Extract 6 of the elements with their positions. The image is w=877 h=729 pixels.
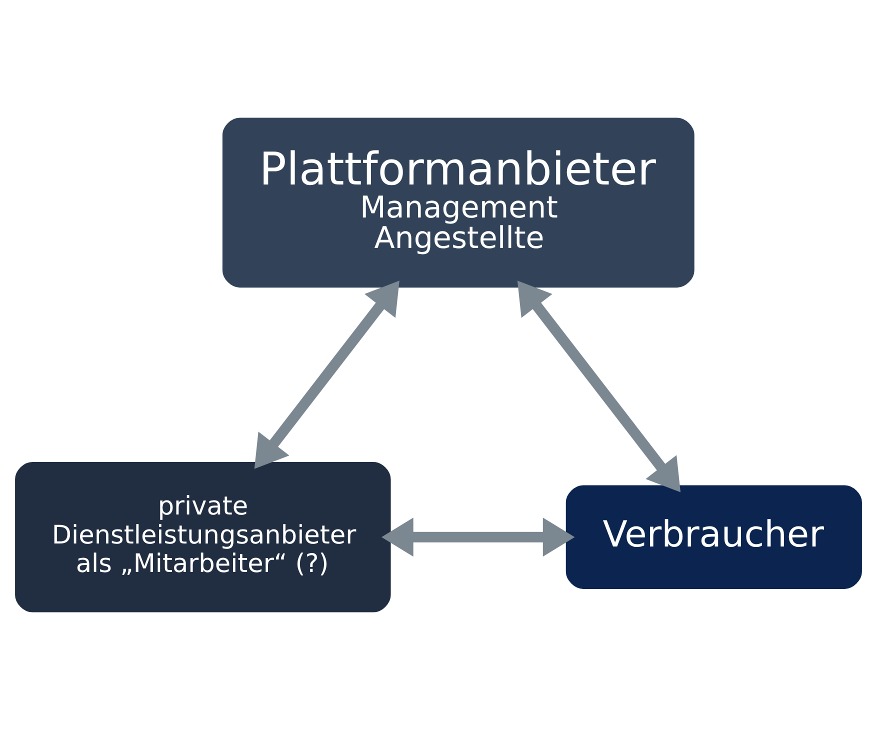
node-box: Plattformanbieter Management Angestellte xyxy=(220,116,696,289)
arrow xyxy=(381,517,575,556)
node-box: private Dienstleistungsanbieter als „Mitarbeiter“ (?) xyxy=(14,460,392,614)
arrow xyxy=(254,280,400,468)
node-box: Verbraucher xyxy=(564,483,864,590)
arrow xyxy=(517,280,681,492)
